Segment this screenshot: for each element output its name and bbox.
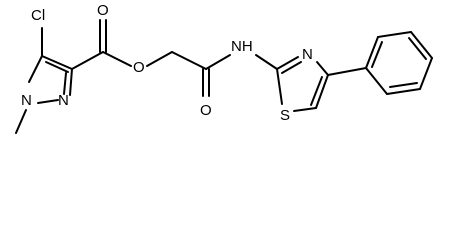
bond-ph-1-2-inner <box>371 41 383 68</box>
bond-ph-6-1 <box>365 67 388 95</box>
atom-label-o-bridge: O <box>133 59 145 76</box>
bond-thiazole-phenyl <box>327 67 367 76</box>
pyrazole-ring <box>15 27 73 134</box>
bond-c2-n3-a <box>276 56 299 70</box>
bond-c5-n1 <box>28 55 43 83</box>
bond-c4-c5-double <box>310 76 323 106</box>
bond-nh-thiazole <box>255 54 278 70</box>
bond-c4-c5 <box>41 55 73 70</box>
bond-c4-c5-double <box>45 61 69 73</box>
atom-label-n-ring: N <box>58 92 69 109</box>
bond-c3-carboxyl <box>71 51 104 70</box>
bond-ph-1-2 <box>365 36 379 69</box>
amide-group <box>202 54 278 97</box>
bond-ph-3-4 <box>410 31 433 59</box>
phenyl-ring <box>327 31 433 95</box>
atom-label-n-methyl: N <box>21 92 32 109</box>
bond-o-bridge-ch2 <box>146 51 173 67</box>
molecule-structure-diagram: Cl N N O O O NH N S <box>15 2 433 134</box>
bond-ch2-amide-c <box>171 51 207 70</box>
bond-ph-4-5 <box>419 57 433 90</box>
atom-label-o-amide: O <box>200 102 212 119</box>
bond-n2-c3 <box>69 68 73 96</box>
atom-label-s: S <box>280 107 290 124</box>
bond-s1-c2 <box>276 68 283 105</box>
atom-label-cl: Cl <box>31 7 45 24</box>
bond-n1-methyl <box>15 109 27 134</box>
bond-ph-2-3 <box>377 31 412 38</box>
bond-ph-5-6-inner <box>389 82 418 88</box>
bond-c4-c5 <box>315 74 329 109</box>
atom-labels: Cl N N O O O NH N S <box>21 2 313 124</box>
atom-label-nh: NH <box>231 38 253 55</box>
bond-amide-c-nh <box>205 54 231 70</box>
bond-ph-5-6 <box>386 88 421 95</box>
atom-label-o-carbonyl: O <box>97 2 109 19</box>
bond-carboxyl-o-bridge <box>102 51 132 67</box>
bond-c2-n3-b <box>281 61 302 74</box>
bond-ph-3-4-inner <box>408 37 427 60</box>
atom-label-n-thiazole: N <box>302 46 313 63</box>
thiazole-ring <box>276 56 329 112</box>
bond-c5-s1 <box>293 107 317 112</box>
bond-n2-c3-double <box>63 72 67 95</box>
ester-linker <box>71 19 207 70</box>
bond-n3-c4 <box>316 61 329 76</box>
bond-n1-n2 <box>37 99 59 104</box>
